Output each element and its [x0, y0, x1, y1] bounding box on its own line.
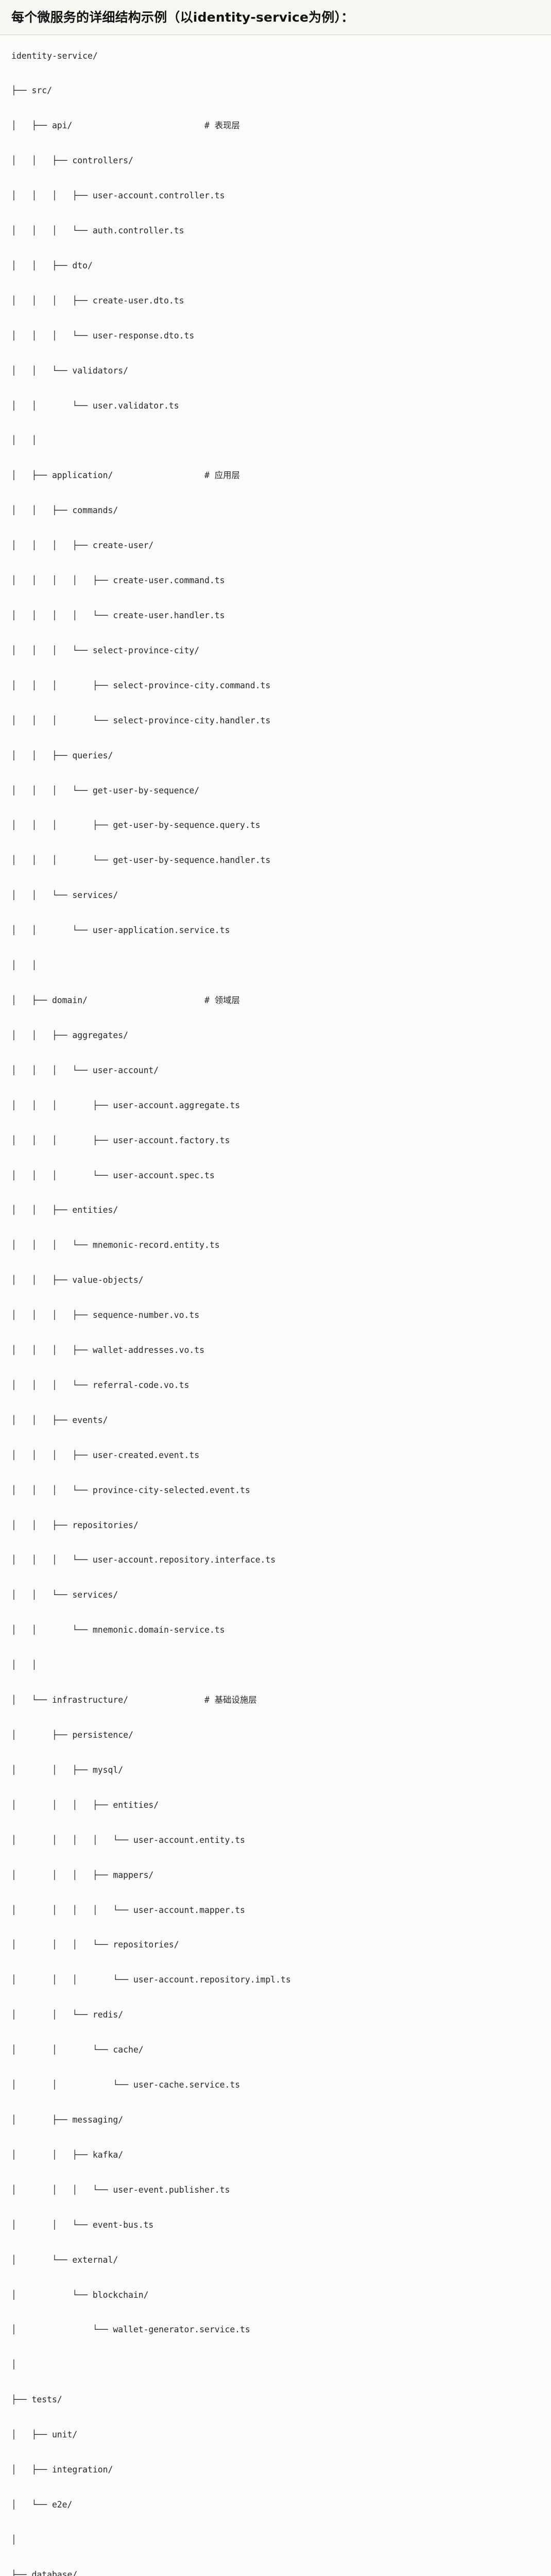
tree-line: │ │ ├── value-objects/	[11, 1272, 540, 1289]
tree-line: │ │ ├── aggregates/	[11, 1027, 540, 1044]
tree-line: │ │ │ ├── sequence-number.vo.ts	[11, 1307, 540, 1324]
tree-line: │ │	[11, 957, 540, 974]
tree-line: │ ├── api/ # 表现层	[11, 117, 540, 134]
tree-line: │	[11, 2531, 540, 2549]
tree-line: │ │ │ ├── entities/	[11, 1797, 540, 1814]
tree-line: │ │ │ └── get-user-by-sequence.handler.t…	[11, 852, 540, 869]
tree-line: │ └── blockchain/	[11, 2286, 540, 2304]
tree-line: │ │ │ └── get-user-by-sequence/	[11, 782, 540, 800]
tree-line: │ │ │ └── user-account/	[11, 1062, 540, 1079]
tree-line: │ │ └── redis/	[11, 2006, 540, 2024]
tree-line: │ │ ├── kafka/	[11, 2146, 540, 2164]
tree-line: │ └── external/	[11, 2251, 540, 2269]
document-header: 每个微服务的详细结构示例（以identity-service为例）：	[0, 0, 551, 35]
tree-line: │ │ │ │ └── create-user.handler.ts	[11, 607, 540, 624]
tree-line: │ │ └── validators/	[11, 362, 540, 380]
tree-line: │ │ │ │ └── user-account.entity.ts	[11, 1832, 540, 1849]
tree-line: │ │ │ └── province-city-selected.event.t…	[11, 1482, 540, 1499]
tree-line: │ │ │ └── user-event.publisher.ts	[11, 2181, 540, 2199]
tree-line: │ ├── domain/ # 领域层	[11, 992, 540, 1009]
tree-line: │ │ ├── dto/	[11, 257, 540, 275]
tree-line: │ │ ├── commands/	[11, 502, 540, 519]
tree-line: │ └── wallet-generator.service.ts	[11, 2321, 540, 2338]
tree-line: │ └── e2e/	[11, 2496, 540, 2514]
tree-line: │ ├── application/ # 应用层	[11, 467, 540, 484]
tree-line: │ │ └── services/	[11, 1586, 540, 1604]
tree-line: │ │ │ │ └── user-account.mapper.ts	[11, 1902, 540, 1919]
tree-line: │ │ └── services/	[11, 887, 540, 904]
page-title: 每个微服务的详细结构示例（以identity-service为例）：	[11, 9, 540, 26]
tree-line: │ │ ├── controllers/	[11, 152, 540, 170]
tree-line: │ │ │ ├── select-province-city.command.t…	[11, 677, 540, 694]
tree-line: │ └── infrastructure/ # 基础设施层	[11, 1691, 540, 1709]
tree-line: │ │ ├── repositories/	[11, 1517, 540, 1534]
tree-line: │ │ │ └── mnemonic-record.entity.ts	[11, 1236, 540, 1254]
tree-line: │ ├── unit/	[11, 2426, 540, 2444]
tree-line: │ ├── messaging/	[11, 2111, 540, 2129]
tree-line: │ │	[11, 432, 540, 449]
tree-line: │ │ └── user-cache.service.ts	[11, 2076, 540, 2094]
tree-line: │ │ │ ├── user-account.aggregate.ts	[11, 1097, 540, 1114]
tree-line: │ │ │ ├── user-created.event.ts	[11, 1447, 540, 1464]
tree-line: │ │	[11, 1656, 540, 1674]
tree-line: │ │ └── user.validator.ts	[11, 397, 540, 415]
tree-line: │ │ ├── entities/	[11, 1201, 540, 1219]
tree-layer-comment: # 领域层	[204, 995, 240, 1005]
tree-line: │ │ │ └── user-account.repository.impl.t…	[11, 1971, 540, 1989]
tree-line: │ │ └── user-application.service.ts	[11, 922, 540, 939]
tree-line: │ │ │ └── select-province-city.handler.t…	[11, 712, 540, 730]
tree-line: identity-service/	[11, 47, 540, 65]
tree-line: │ │ │ ├── mappers/	[11, 1867, 540, 1884]
tree-line: │ │ ├── queries/	[11, 747, 540, 765]
tree-layer-comment: # 基础设施层	[204, 1695, 257, 1705]
tree-line: ├── database/	[11, 2566, 540, 2576]
directory-tree: identity-service/ ├── src/ │ ├── api/ # …	[11, 47, 540, 2576]
tree-line: │ │ │ └── select-province-city/	[11, 642, 540, 659]
tree-line: │ │ └── mnemonic.domain-service.ts	[11, 1621, 540, 1639]
tree-line: │ │ │ └── referral-code.vo.ts	[11, 1377, 540, 1394]
tree-line: │ │ └── cache/	[11, 2041, 540, 2059]
tree-line: │ │ │ ├── create-user.dto.ts	[11, 292, 540, 310]
tree-line: │ │ ├── mysql/	[11, 1761, 540, 1779]
tree-line: │ │ │ └── user-response.dto.ts	[11, 327, 540, 345]
tree-line: │ ├── persistence/	[11, 1726, 540, 1744]
tree-line: │ │ │ └── user-account.repository.interf…	[11, 1551, 540, 1569]
tree-line: ├── tests/	[11, 2391, 540, 2409]
tree-line: │ │ │ └── repositories/	[11, 1936, 540, 1954]
tree-line: │ │ ├── events/	[11, 1412, 540, 1429]
tree-line: │ │ │ ├── get-user-by-sequence.query.ts	[11, 817, 540, 834]
tree-layer-comment: # 应用层	[204, 470, 240, 480]
tree-line: ├── src/	[11, 82, 540, 99]
tree-line: │ │ │ └── user-account.spec.ts	[11, 1167, 540, 1184]
tree-line: │ │ │ ├── create-user/	[11, 537, 540, 554]
tree-line: │ │ │ ├── user-account.controller.ts	[11, 187, 540, 205]
tree-line: │	[11, 2356, 540, 2374]
tree-line: │ │ │ ├── user-account.factory.ts	[11, 1132, 540, 1149]
tree-line: │ │ └── event-bus.ts	[11, 2216, 540, 2234]
directory-tree-block: identity-service/ ├── src/ │ ├── api/ # …	[0, 35, 551, 2576]
tree-line: │ ├── integration/	[11, 2461, 540, 2479]
tree-layer-comment: # 表现层	[204, 121, 240, 130]
tree-line: │ │ │ ├── wallet-addresses.vo.ts	[11, 1342, 540, 1359]
tree-line: │ │ │ └── auth.controller.ts	[11, 222, 540, 240]
tree-line: │ │ │ │ ├── create-user.command.ts	[11, 572, 540, 589]
